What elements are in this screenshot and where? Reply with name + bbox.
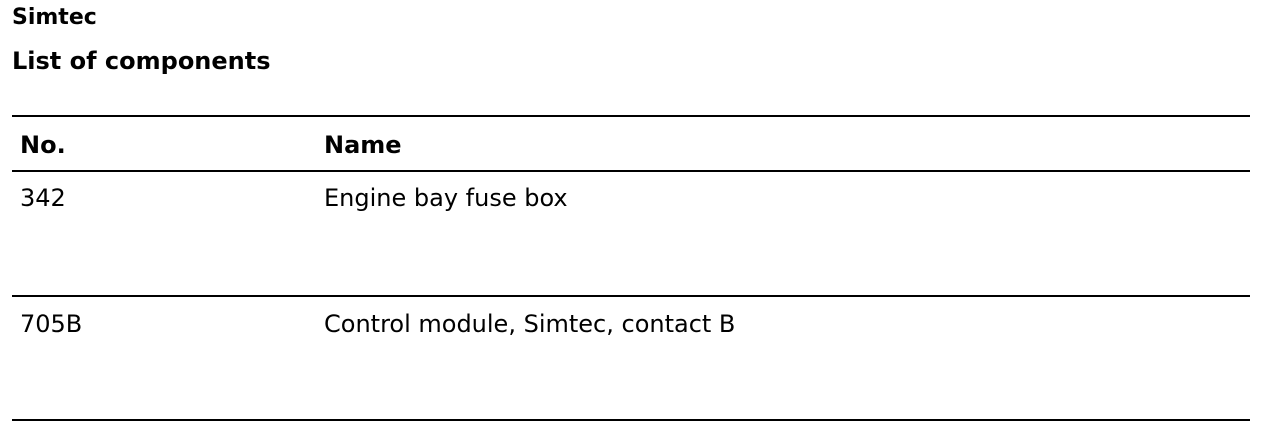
document-subtitle: List of components	[12, 47, 271, 75]
header-divider-rule	[12, 170, 1250, 172]
row-name: Engine bay fuse box	[324, 184, 568, 212]
row-name: Control module, Simtec, contact B	[324, 310, 736, 338]
table-bottom-rule	[12, 419, 1250, 421]
row-no: 705B	[20, 310, 83, 338]
table-top-rule	[12, 115, 1250, 117]
document-title: Simtec	[12, 5, 97, 30]
header-no: No.	[20, 131, 66, 159]
header-name: Name	[324, 131, 402, 159]
row-no: 342	[20, 184, 66, 212]
row-divider-rule	[12, 295, 1250, 297]
